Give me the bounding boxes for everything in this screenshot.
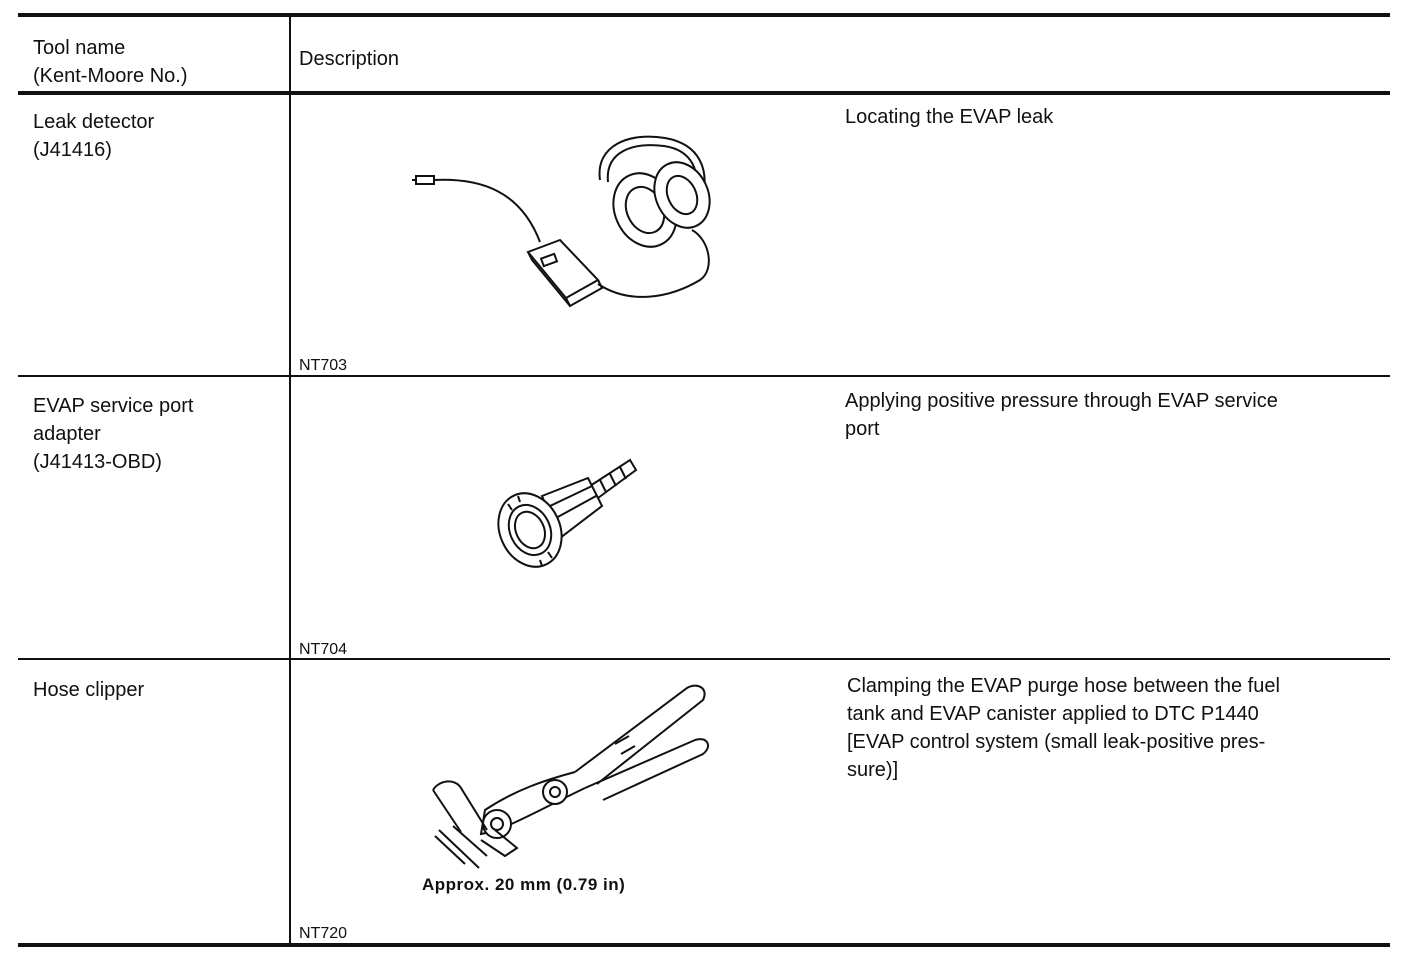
- header-bottom-rule: [18, 91, 1390, 95]
- service-port-adapter-icon: [490, 448, 650, 578]
- figure-annotation: Approx. 20 mm (0.79 in): [422, 875, 626, 894]
- column-divider: [289, 15, 291, 945]
- tool-name-cell: Leak detector (J41416): [33, 111, 155, 161]
- description-cell: Locating the EVAP leak: [845, 106, 1054, 128]
- header-description: Description: [299, 48, 400, 70]
- description-cell: Applying positive pressure through EVAP …: [845, 390, 1278, 440]
- description-cell: Clamping the EVAP purge hose between the…: [847, 675, 1280, 781]
- row-divider-2: [18, 658, 1390, 660]
- figure-code: NT703: [299, 357, 348, 374]
- header-tool-name: Tool name (Kent-Moore No.): [33, 37, 188, 87]
- figure-code: NT704: [299, 641, 348, 658]
- hose-clipper-pliers-icon: [425, 680, 725, 880]
- tool-name-cell: EVAP service port adapter (J41413-OBD): [33, 395, 194, 473]
- leak-detector-headphones-icon: [410, 130, 730, 320]
- row-divider-1: [18, 375, 1390, 377]
- figure-code: NT720: [299, 925, 348, 942]
- table-top-rule: [18, 13, 1390, 17]
- tool-name-cell: Hose clipper: [33, 679, 145, 701]
- table-bottom-rule: [18, 943, 1390, 947]
